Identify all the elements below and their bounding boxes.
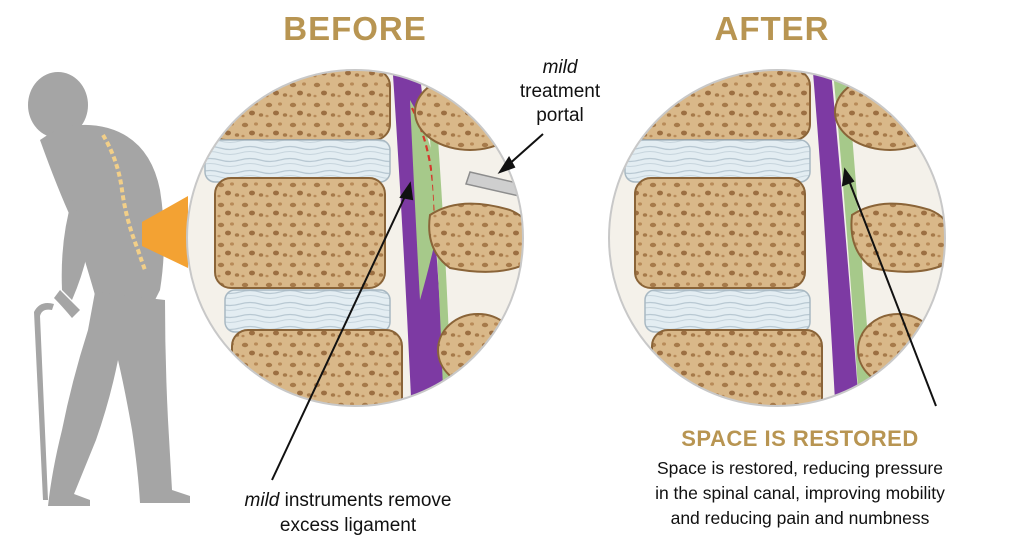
restored-desc-line-3: and reducing pain and numbness xyxy=(670,508,930,528)
restored-desc-line-1: Space is restored, reducing pressure xyxy=(657,458,943,478)
restored-desc-line-2: in the spinal canal, improving mobility xyxy=(655,483,945,503)
portal-label-italic: mild xyxy=(542,57,578,78)
instruments-label: mild instruments remove excess ligament xyxy=(203,488,493,538)
space-restored-description: Space is restored, reducing pressure in … xyxy=(600,456,1000,531)
portal-label-line3: portal xyxy=(536,105,584,126)
instruments-label-italic: mild xyxy=(244,490,280,511)
instruments-label-rest: instruments remove xyxy=(279,490,452,511)
after-spine-cross-section xyxy=(608,69,946,407)
callout-arrows xyxy=(271,133,937,481)
portal-label-line2: treatment xyxy=(519,81,601,102)
instruments-label-line2: excess ligament xyxy=(279,515,417,536)
space-restored-title: SPACE IS RESTORED xyxy=(681,426,919,451)
before-spine-cross-section xyxy=(186,69,524,407)
after-heading: AFTER xyxy=(714,10,830,47)
elderly-person-with-cane-icon xyxy=(28,72,190,506)
before-heading: BEFORE xyxy=(283,10,427,47)
treatment-portal-label: mild treatment portal xyxy=(490,56,630,128)
figure-spine xyxy=(101,133,147,271)
spine-highlight-cone xyxy=(142,196,188,268)
